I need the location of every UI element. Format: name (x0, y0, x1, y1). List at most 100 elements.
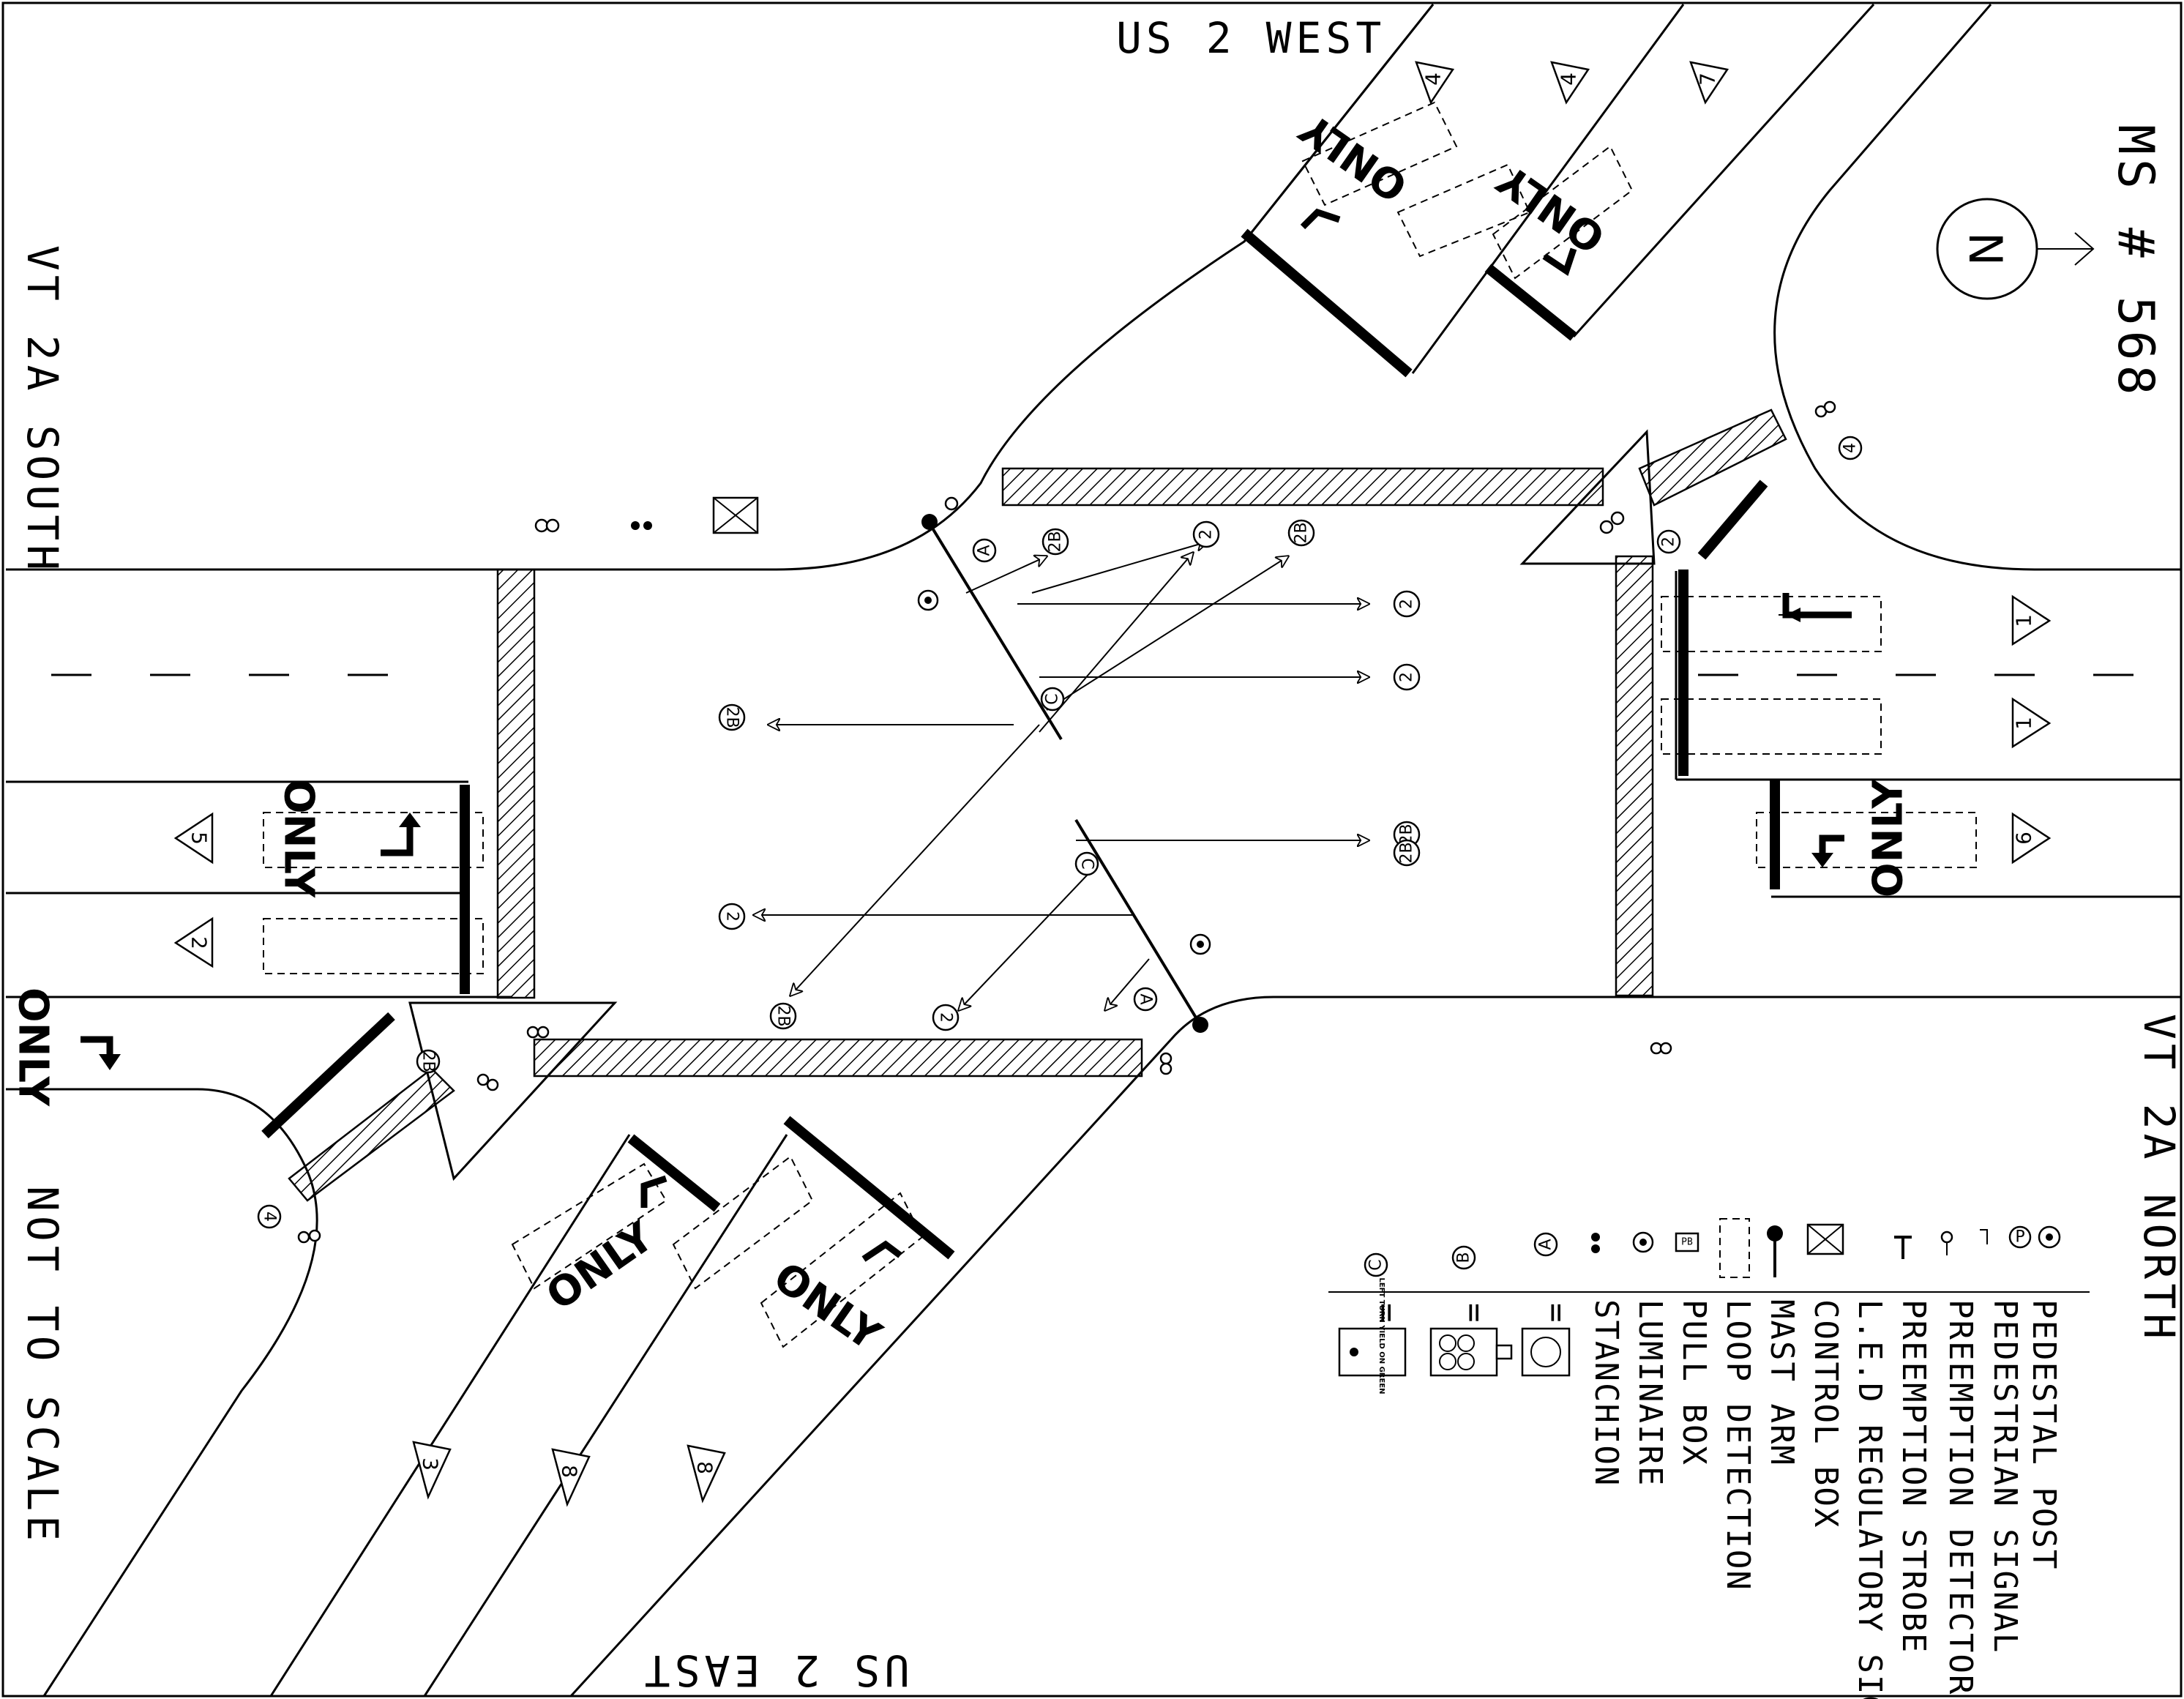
lane-tri-n3: 7 (1689, 61, 1729, 105)
svg-text:A: A (1537, 1239, 1555, 1250)
signal-head-p1: 2B (416, 1049, 441, 1074)
legend-item-3: PREEMPTION DETECTOR (1942, 1299, 1979, 1695)
signal-head-h1: 2 (1393, 590, 1421, 618)
svg-text:8: 8 (693, 1461, 717, 1474)
only-word-east: ONLY (1865, 778, 1912, 897)
signal-head-h9: 2B (1041, 528, 1069, 556)
svg-text:C: C (1367, 1259, 1385, 1270)
crosswalks (288, 408, 1787, 1202)
lane-tri-e2: 1 (2012, 697, 2052, 749)
only-word-south1: ONLY (538, 1212, 663, 1320)
signal-head-h2: 2 (1393, 663, 1421, 691)
signal-head-h10: 2 (932, 1004, 960, 1031)
signal-heads: 2 2 2B 2B 2B 2 2 2B 2B 2 2B A C A C 2B 4… (257, 436, 1863, 1229)
stop-bars (261, 228, 1780, 1260)
pull-box-text: PB (1681, 1237, 1693, 1248)
street-west-label: VT 2A SOUTH (18, 245, 67, 575)
svg-text:5: 5 (187, 832, 212, 845)
svg-text:6: 6 (2012, 832, 2036, 845)
signal-head-h4: 2B (1393, 839, 1421, 867)
svg-text:2: 2 (723, 911, 741, 922)
devices (297, 400, 1836, 1244)
lane-numbers: 4 4 7 1 1 6 5 2 3 8 8 (173, 61, 2052, 1507)
legend-item-8: LOOP DETECTION (1719, 1299, 1757, 1591)
legend-item-10: LUMINAIRE (1631, 1299, 1669, 1487)
lane-tri-e3: 6 (2012, 812, 2052, 865)
islands (408, 429, 1656, 1181)
lane-tri-s1: 3 (412, 1441, 452, 1500)
only-word-west: ONLY (275, 779, 323, 898)
svg-text:C: C (1044, 693, 1062, 704)
street-labels: US 2 WEST US 2 EAST VT 2A SOUTH VT 2A NO… (18, 13, 2184, 1695)
loop-detectors (263, 101, 1977, 1348)
only-word-south2: ONLY (765, 1253, 890, 1361)
signal-head-s1: A (972, 538, 997, 563)
signal-head-p2: 4 (1838, 436, 1863, 460)
svg-text:1: 1 (2012, 717, 2036, 730)
svg-text:8: 8 (558, 1465, 582, 1478)
signal-head-s2: C (1040, 687, 1065, 712)
street-east-label: VT 2A NORTH (2134, 1014, 2184, 1343)
svg-text:2: 2 (1660, 537, 1678, 547)
street-north-label: US 2 WEST (1116, 13, 1385, 63)
lane-tri-s3: 8 (687, 1444, 726, 1504)
north-arrow-label: N (1961, 232, 2014, 266)
mast-arms (921, 514, 1208, 1033)
legend-item-1: PEDESTAL POST (2025, 1299, 2063, 1570)
legend-code-b-eq: = (1456, 1303, 1493, 1324)
legend-symbols: P PB A B C (1364, 1218, 2061, 1278)
only-word-sw: ONLY (10, 987, 57, 1107)
signal-head-p3: 4 (257, 1204, 282, 1229)
signal-head-h5: 2B (718, 703, 746, 731)
svg-text:3: 3 (419, 1457, 443, 1471)
svg-text:7: 7 (1696, 72, 1720, 86)
legend-item-2: PEDESTRIAN SIGNAL (1986, 1299, 2024, 1654)
ms-number-label: MS # 568 (2106, 124, 2164, 400)
regulatory-sign-box (1338, 1327, 1407, 1377)
road-edges (6, 3, 2181, 1698)
legend-item-7: MAST ARM (1763, 1299, 1800, 1466)
signal-head-h6: 2 (718, 903, 746, 930)
svg-text:1: 1 (2012, 614, 2036, 627)
lane-tri-w2: 2 (173, 916, 214, 968)
legend-item-11: STANCHION (1587, 1299, 1625, 1487)
legend-code-c-eq: = (1368, 1303, 1405, 1324)
svg-text:4: 4 (1841, 443, 1860, 453)
svg-text:2B: 2B (774, 1005, 793, 1026)
svg-text:2: 2 (1398, 599, 1416, 609)
lane-tri-s2: 8 (551, 1448, 591, 1507)
svg-text:2: 2 (187, 936, 212, 949)
svg-text:4: 4 (1421, 72, 1446, 86)
svg-text:2B: 2B (1398, 842, 1416, 863)
legend: P PB A B C PEDESTAL POST PEDESTRIAN SIGN… (1328, 1218, 2090, 1699)
svg-text:2B: 2B (1293, 522, 1311, 543)
legend-item-9: PULL BOX (1675, 1299, 1713, 1466)
sign-text: LEFT TURN YIELD ON GREEN (1377, 1277, 1385, 1394)
lane-tri-n1: 4 (1415, 61, 1455, 105)
svg-text:A: A (976, 545, 994, 556)
legend-item-5: L.E.D REGULATORY SIGN (1851, 1299, 1888, 1699)
signal-head-h8: 2B (1287, 519, 1315, 547)
svg-text:2: 2 (937, 1012, 955, 1023)
svg-text:P: P (2015, 1228, 2024, 1247)
svg-text:4: 4 (261, 1211, 279, 1222)
svg-text:4: 4 (1557, 72, 1581, 86)
signal-head-s3: A (1133, 987, 1158, 1012)
svg-text:2B: 2B (1047, 531, 1065, 552)
svg-text:2B: 2B (419, 1050, 438, 1072)
lane-tri-n2: 4 (1550, 61, 1590, 105)
lane-tri-e1: 1 (2012, 594, 2052, 646)
legend-item-4: PREEMPTION STROBE (1895, 1299, 1932, 1654)
legend-code-a-eq: = (1538, 1303, 1575, 1324)
signal-head-h11: 2B (769, 1002, 797, 1030)
signal-head-h7: 2 (1192, 520, 1220, 548)
north-arrow: N (1936, 198, 2095, 300)
svg-text:B: B (1455, 1252, 1473, 1263)
legend-item-6: CONTROL BOX (1807, 1299, 1844, 1528)
signal-lines (754, 542, 1369, 1010)
svg-text:2B: 2B (723, 706, 741, 728)
signal-head-s4: C (1074, 851, 1099, 876)
